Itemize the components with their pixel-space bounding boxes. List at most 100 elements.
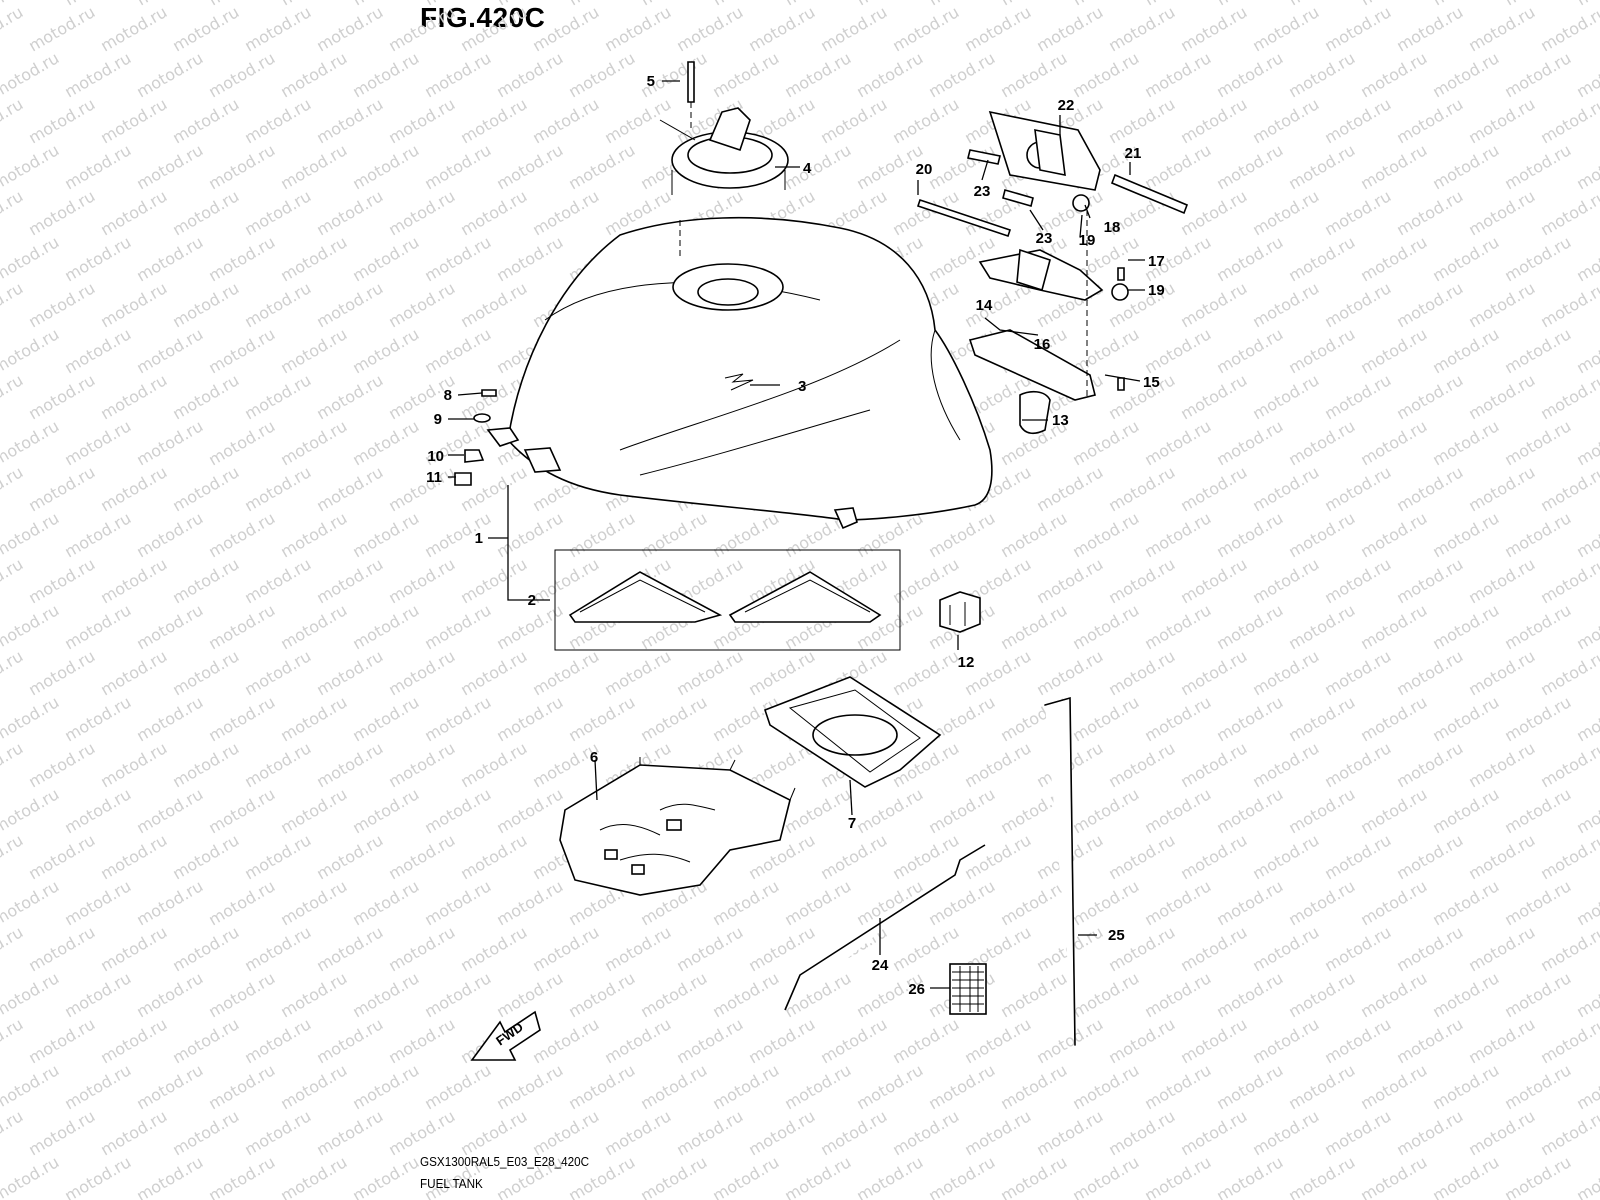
watermark-text: motod.ru [817,1106,890,1159]
watermark-text: motod.ru [385,922,458,975]
watermark-text: motod.ru [1213,48,1286,101]
watermark-text: motod.ru [1357,416,1430,469]
watermark-text: motod.ru [565,0,638,9]
watermark-text: motod.ru [349,508,422,561]
watermark-text: motod.ru [961,1106,1034,1159]
watermark-text: motod.ru [1501,0,1574,9]
watermark-text: motod.ru [673,1014,746,1067]
watermark-text: motod.ru [205,508,278,561]
watermark-text: motod.ru [1465,830,1538,883]
fuel-tank-drawing [486,216,993,530]
watermark-text: motod.ru [1177,1014,1250,1067]
callout-10: 10 [427,448,444,465]
watermark-text: motod.ru [97,1106,170,1159]
hose-25-inner [1044,697,1076,1046]
callout-21: 21 [1125,145,1142,162]
watermark-text: motod.ru [277,140,350,193]
watermark-text: motod.ru [133,1152,206,1200]
watermark-text: motod.ru [1249,278,1322,331]
watermark-text: motod.ru [1105,830,1178,883]
leader-lines [448,80,1145,989]
callout-25: 25 [1108,927,1125,944]
callout-6: 6 [590,749,598,766]
watermark-text: motod.ru [997,0,1070,9]
watermark-text: motod.ru [205,784,278,837]
watermark-text: motod.ru [493,140,566,193]
watermark-text: motod.ru [277,692,350,745]
watermark-text: motod.ru [97,554,170,607]
watermark-text: motod.ru [1429,968,1502,1021]
callout-2: 2 [528,592,536,609]
watermark-text: motod.ru [25,186,98,239]
watermark-text: motod.ru [385,554,458,607]
watermark-text: motod.ru [1573,48,1600,101]
watermark-text: motod.ru [169,462,242,515]
watermark-text: motod.ru [673,2,746,55]
watermark-text: motod.ru [997,968,1070,1021]
watermark-text: motod.ru [277,1060,350,1113]
callout-13: 13 [1052,412,1069,429]
watermark-text: motod.ru [1537,186,1600,239]
watermark-text: motod.ru [565,1060,638,1113]
watermark-text: motod.ru [133,48,206,101]
watermark-text: motod.ru [1357,324,1430,377]
watermark-text: motod.ru [493,784,566,837]
watermark-text: motod.ru [1141,416,1214,469]
watermark-text: motod.ru [1501,232,1574,285]
figure-name: FUEL TANK [420,1176,483,1191]
watermark-text: motod.ru [1141,968,1214,1021]
watermark-text: motod.ru [1573,1060,1600,1113]
watermark-text: motod.ru [349,416,422,469]
watermark-text: motod.ru [1213,416,1286,469]
watermark-text: motod.ru [457,94,530,147]
watermark-text: motod.ru [385,646,458,699]
watermark-text: motod.ru [385,1014,458,1067]
watermark-text: motod.ru [853,1060,926,1113]
watermark-text: motod.ru [601,922,674,975]
watermark-text: motod.ru [277,324,350,377]
watermark-text: motod.ru [349,968,422,1021]
watermark-text: motod.ru [565,508,638,561]
watermark-text: motod.ru [97,462,170,515]
watermark-text: motod.ru [601,2,674,55]
watermark-text: motod.ru [0,600,62,653]
watermark-text: motod.ru [205,968,278,1021]
watermark-text: motod.ru [349,1060,422,1113]
watermark-text: motod.ru [457,1106,530,1159]
watermark-text: motod.ru [0,1014,26,1067]
watermark-text: motod.ru [457,738,530,791]
watermark-text: motod.ru [1429,232,1502,285]
callout-17: 17 [1148,253,1165,270]
watermark-text: motod.ru [1213,1152,1286,1200]
watermark-text: motod.ru [1141,508,1214,561]
emblem-box [554,549,901,651]
callout-16: 16 [1034,336,1051,353]
watermark-text: motod.ru [1573,1152,1600,1200]
watermark-text: motod.ru [97,738,170,791]
watermark-text: motod.ru [1177,462,1250,515]
watermark-text: motod.ru [313,462,386,515]
watermark-text: motod.ru [1357,48,1430,101]
watermark-text: motod.ru [133,692,206,745]
watermark-text: motod.ru [277,0,350,9]
watermark-text: motod.ru [0,186,26,239]
watermark-text: motod.ru [61,232,134,285]
watermark-text: motod.ru [349,140,422,193]
watermark-text: motod.ru [133,140,206,193]
watermark-text: motod.ru [1501,508,1574,561]
watermark-text: motod.ru [241,738,314,791]
watermark-text: motod.ru [1537,922,1600,975]
watermark-text: motod.ru [457,922,530,975]
watermark-text: motod.ru [133,600,206,653]
watermark-text: motod.ru [61,140,134,193]
watermark-text: motod.ru [349,232,422,285]
watermark-text: motod.ru [421,876,494,929]
watermark-text: motod.ru [1465,922,1538,975]
watermark-text: motod.ru [493,692,566,745]
watermark-text: motod.ru [1537,462,1600,515]
watermark-text: motod.ru [853,1152,926,1200]
watermark-text: motod.ru [493,1060,566,1113]
watermark-text: motod.ru [277,416,350,469]
watermark-text: motod.ru [385,2,458,55]
watermark-text: motod.ru [1105,2,1178,55]
